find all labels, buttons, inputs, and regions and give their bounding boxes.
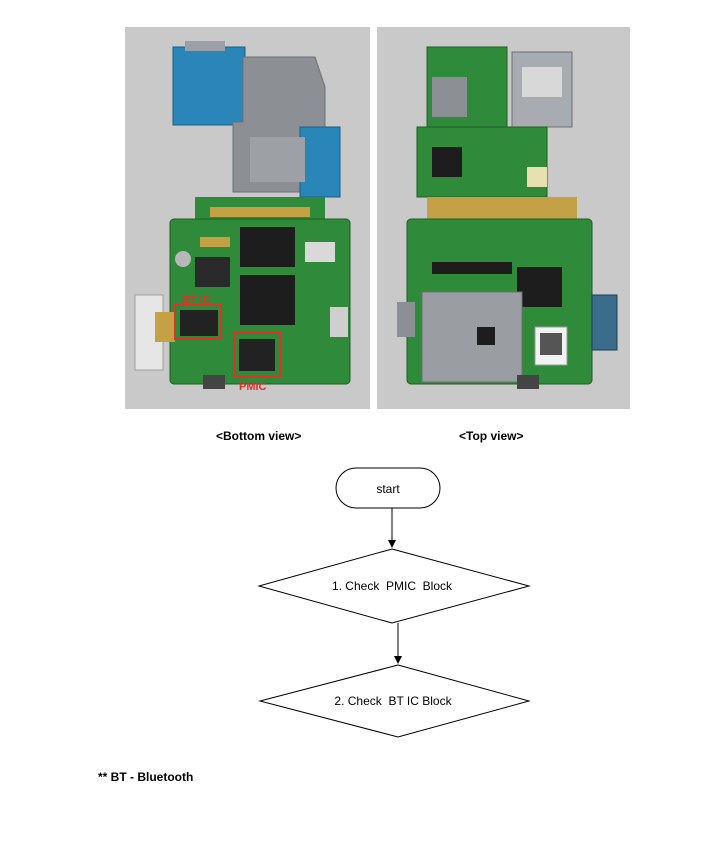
step2-decision [258, 664, 531, 738]
pmic-label: PMIC [239, 381, 267, 393]
bottom-view-photo: BT IC PMIC [125, 27, 370, 409]
top-view-caption: <Top view> [459, 429, 524, 443]
bt-ic-label: BT IC [182, 294, 211, 306]
step1-label: 1. Check PMIC Block [332, 579, 453, 593]
top-view-photo [377, 27, 630, 409]
bottom-view-board-illustration: BT IC PMIC [125, 27, 370, 409]
start-label: start [376, 482, 400, 496]
footnote: ** BT - Bluetooth [98, 770, 194, 784]
step1-decision [257, 548, 531, 624]
step2-label: 2. Check BT IC Block [334, 694, 452, 708]
troubleshooting-flowchart: start 1. Check PMIC Block 2. Check BT IC… [257, 467, 531, 738]
bt-ic-highlight-box [174, 304, 222, 340]
top-view-board-illustration [377, 27, 630, 409]
start-terminal [335, 467, 441, 509]
bottom-view-caption: <Bottom view> [216, 429, 302, 443]
pmic-highlight-box [233, 332, 281, 378]
